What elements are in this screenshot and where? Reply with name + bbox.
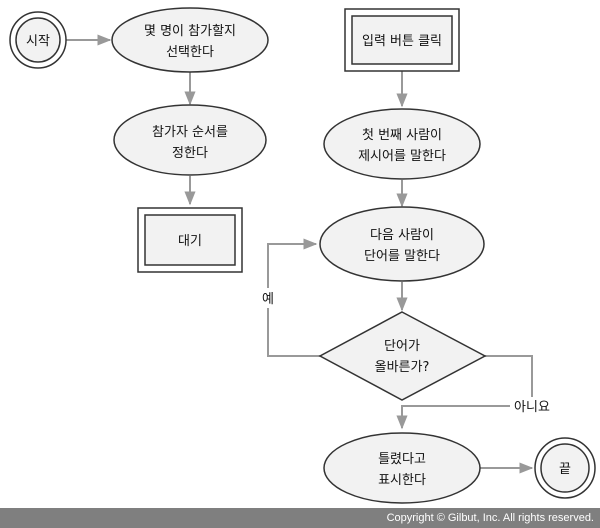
end-label: 끝: [559, 462, 571, 477]
start-node: 시작: [9, 11, 67, 69]
decide-order-line1: 참가자 순서를: [152, 125, 228, 140]
choose-count-line2: 선택한다: [166, 45, 214, 60]
choose-count-line1: 몇 명이 참가할지: [144, 24, 236, 39]
start-label: 시작: [26, 34, 50, 49]
flowchart: 예 아니요 시작 몇 명이 참가할지 선택한다 참가자 순서를 정한다 대기 입…: [9, 7, 596, 504]
copyright-footer: Copyright © Gilbut, Inc. All rights rese…: [0, 508, 600, 528]
is-correct-line1: 단어가: [384, 339, 420, 354]
decide-order-node: 참가자 순서를 정한다: [113, 104, 267, 176]
wait-label: 대기: [178, 234, 202, 249]
show-wrong-line1: 틀렸다고: [378, 452, 426, 467]
next-person-line2: 단어를 말한다: [364, 249, 440, 264]
decide-order-line2: 정한다: [172, 146, 208, 161]
choose-count-node: 몇 명이 참가할지 선택한다: [111, 7, 269, 73]
show-wrong-line2: 표시한다: [378, 473, 426, 488]
next-person-node: 다음 사람이 단어를 말한다: [319, 206, 485, 282]
wait-node: 대기: [137, 207, 243, 273]
show-wrong-node: 틀렸다고 표시한다: [323, 432, 481, 504]
no-label-bg: [510, 397, 554, 415]
end-node: 끝: [534, 437, 596, 499]
yes-label-bg: [258, 288, 278, 308]
input-click-label: 입력 버튼 클릭: [362, 34, 442, 49]
first-person-line2: 제시어를 말한다: [358, 149, 446, 164]
is-correct-line2: 올바른가?: [375, 360, 430, 375]
input-click-node: 입력 버튼 클릭: [344, 8, 460, 72]
is-correct-decision: 단어가 올바른가?: [318, 311, 487, 401]
yes-label: 예: [262, 292, 274, 307]
first-person-node: 첫 번째 사람이 제시어를 말한다: [323, 108, 481, 180]
next-person-line1: 다음 사람이: [370, 228, 434, 243]
no-label: 아니요: [514, 400, 550, 415]
first-person-line1: 첫 번째 사람이: [362, 128, 442, 143]
